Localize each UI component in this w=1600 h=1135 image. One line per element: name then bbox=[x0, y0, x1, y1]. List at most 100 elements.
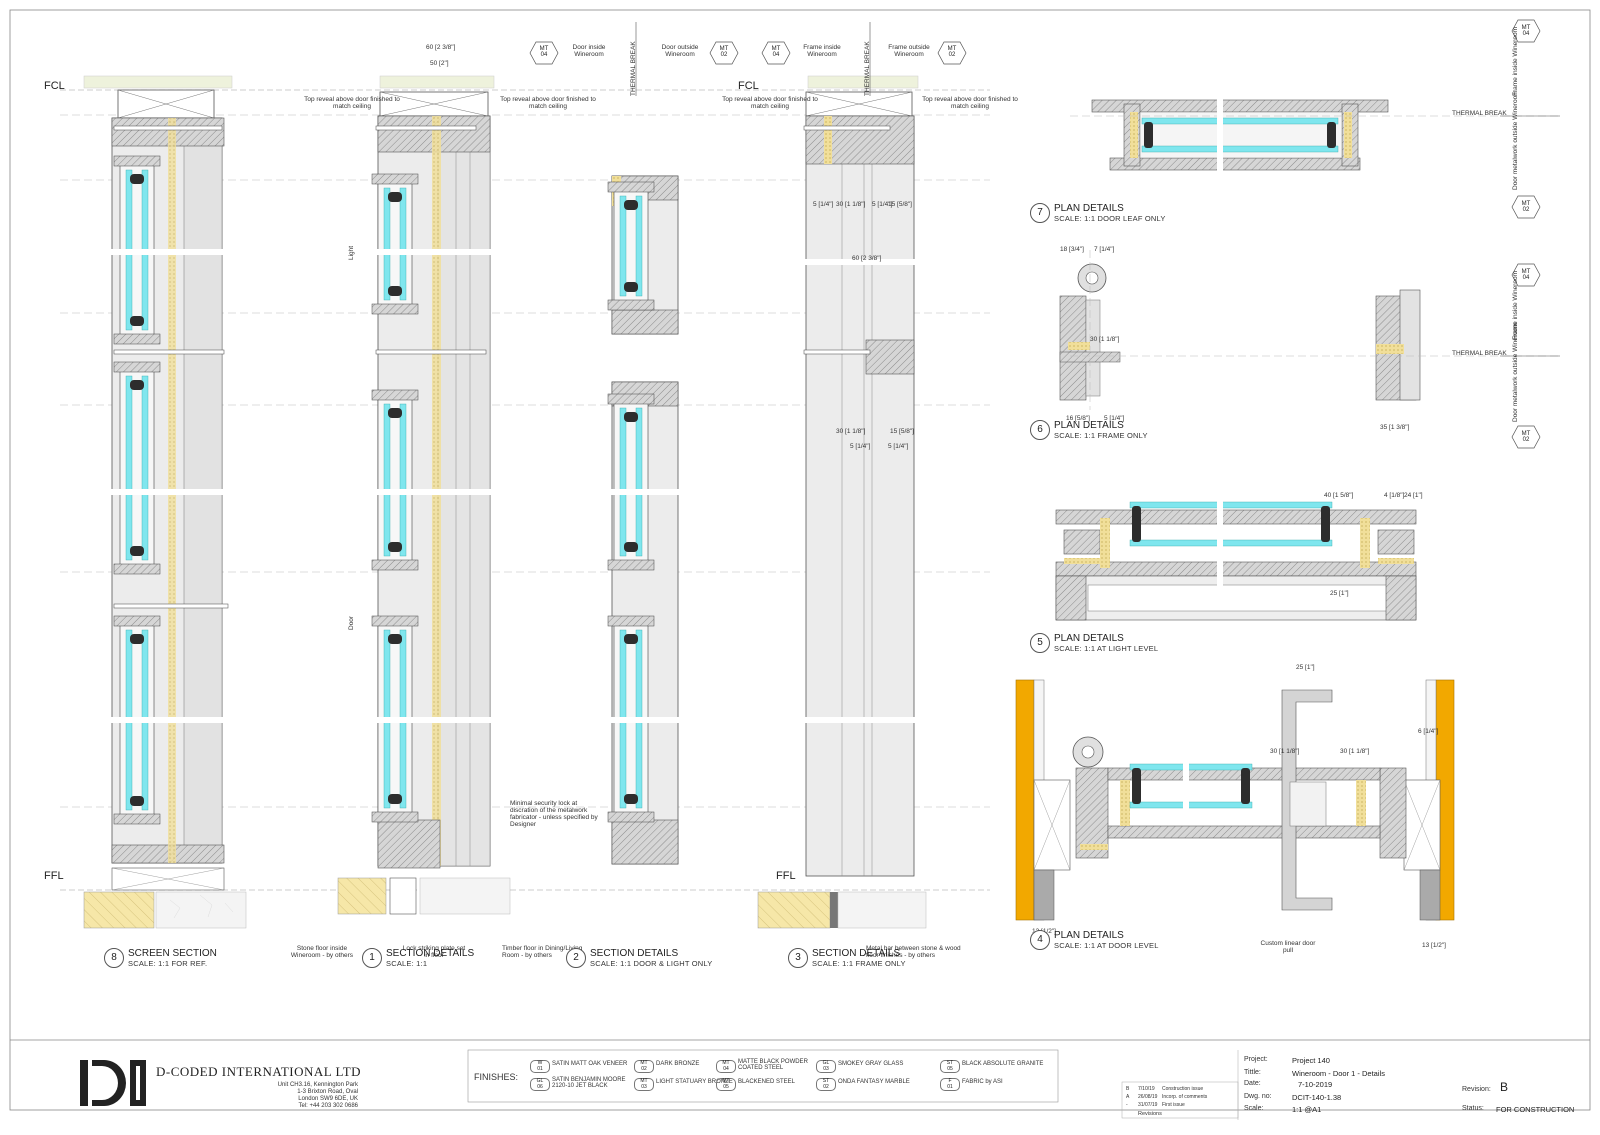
company-addr3: London SW9 6DE, UK bbox=[298, 1096, 358, 1102]
view-title-6: PLAN DETAILS bbox=[1054, 420, 1124, 431]
tb-date-value: 7-10-2019 bbox=[1298, 1080, 1333, 1089]
view-number-3: 3 bbox=[788, 948, 808, 968]
tb-scale-value: 1:1 @A1 bbox=[1292, 1105, 1322, 1114]
tb-title-label: Tittle: bbox=[1244, 1069, 1261, 1076]
dim-view6-35: 35 [1 3/8"] bbox=[1380, 424, 1410, 431]
tb-dwg-label: Dwg. no: bbox=[1244, 1093, 1272, 1100]
dim-view3-60: 60 [2 3/8"] bbox=[852, 255, 882, 262]
view-8-screen-section bbox=[83, 75, 247, 929]
view-title-2: SECTION DETAILS bbox=[590, 948, 679, 959]
view-number-8: 8 bbox=[104, 948, 124, 968]
dim-view5-25: 25 [1"] bbox=[1330, 590, 1349, 597]
tag-door-inside: Door inside Wineroom bbox=[572, 44, 606, 58]
tb-project-value: Project 140 bbox=[1292, 1056, 1330, 1065]
finish-text-5: BLACKENED STEEL bbox=[738, 1079, 796, 1085]
tb-status-label: Status: bbox=[1462, 1105, 1484, 1112]
revision-cell-0-2: Construction issue bbox=[1162, 1086, 1204, 1092]
dim-view3-30b: 30 [1 1/8"] bbox=[836, 428, 866, 435]
dim-view4-25: 25 [1"] bbox=[1296, 664, 1315, 671]
revision-cell-2-0: - bbox=[1126, 1102, 1128, 1108]
revision-cell-1-2: Incorp. of comments bbox=[1162, 1094, 1208, 1100]
dim-view6-30: 30 [1 1/8"] bbox=[1090, 336, 1120, 343]
view-4-plan-details bbox=[1015, 679, 1455, 921]
revision-cell-1-0: A bbox=[1126, 1094, 1130, 1100]
dim-view1-50: 50 [2"] bbox=[430, 60, 449, 67]
tb-revision-value: B bbox=[1500, 1080, 1509, 1094]
view-number-6: 6 bbox=[1030, 420, 1050, 440]
revisions-heading: Revisions bbox=[1138, 1111, 1162, 1117]
view-number-7: 7 bbox=[1030, 203, 1050, 223]
dim-view3-5c: 5 [1/4"] bbox=[850, 443, 871, 450]
note-metal-bar: Metal bar between stone & wood floor fin… bbox=[866, 945, 961, 959]
tb-status-value: FOR CONSTRUCTION bbox=[1496, 1105, 1575, 1114]
view-title-1: SECTION DETAILS bbox=[386, 948, 475, 959]
revision-cell-0-1: 7/10/19 bbox=[1138, 1086, 1155, 1092]
revision-cell-1-1: 26/08/19 bbox=[1138, 1094, 1158, 1100]
note-top-reveal-1a: Top reveal above door finished to match … bbox=[304, 96, 400, 110]
view-title-4: PLAN DETAILS bbox=[1054, 930, 1124, 941]
view-7-plan-details bbox=[1091, 99, 1389, 171]
tag-door-metalwork-v1: Door metalwork outside Wineroom bbox=[1512, 90, 1519, 190]
finish-text-1: SATIN BENJAMIN MOORE 2120-10 JET BLACK bbox=[552, 1077, 626, 1089]
view-scale-3: SCALE: 1:1 FRAME ONLY bbox=[812, 959, 906, 968]
view-title-5: PLAN DETAILS bbox=[1054, 633, 1124, 644]
view-scale-8: SCALE: 1:1 FOR REF. bbox=[128, 959, 208, 968]
view-title-7: PLAN DETAILS bbox=[1054, 203, 1124, 214]
view-6-plan-details bbox=[1059, 263, 1421, 401]
tag-door-metalwork-v2: Door metalwork outside Wineroom bbox=[1512, 322, 1519, 422]
finish-text-3: LIGHT STATUARY BRONZE bbox=[656, 1079, 733, 1085]
note-door-pull: Custom linear door pull bbox=[1260, 940, 1316, 954]
material-tags bbox=[529, 19, 1541, 449]
finish-text-9: FABRIC by ASI bbox=[962, 1079, 1003, 1085]
view-5-plan-details bbox=[1055, 509, 1417, 621]
company-tel: Tel: +44 203 302 0686 bbox=[298, 1103, 358, 1109]
dim-view6-18: 18 [3/4"] bbox=[1060, 246, 1084, 253]
ffl-label-view-3: FFL bbox=[776, 870, 796, 882]
note-timber-floor: Timber floor in Dining/Living Room - by … bbox=[502, 945, 583, 959]
tag-door-outside: Door outside Wineroom bbox=[661, 44, 699, 58]
view-scale-4: SCALE: 1:1 AT DOOR LEVEL bbox=[1054, 941, 1159, 950]
revision-cell-2-2: First issue bbox=[1162, 1102, 1185, 1108]
finish-text-4: MATTE BLACK POWDER COATED STEEL bbox=[738, 1059, 808, 1071]
company-name: D-CODED INTERNATIONAL LTD bbox=[156, 1064, 362, 1079]
view-scale-2: SCALE: 1:1 DOOR & LIGHT ONLY bbox=[590, 959, 713, 968]
finish-text-7: ONDA FANTASY MARBLE bbox=[838, 1079, 910, 1085]
view-number-5: 5 bbox=[1030, 633, 1050, 653]
view-3-section-details bbox=[757, 75, 927, 929]
note-light-zone: Light bbox=[348, 245, 355, 260]
dim-view3-5d: 5 [1/4"] bbox=[888, 443, 909, 450]
dim-view3-15: 15 [5/8"] bbox=[888, 201, 912, 208]
view-1-section-details bbox=[337, 75, 511, 915]
tag-frame-inside: Frame inside Wineroom bbox=[803, 44, 841, 58]
dim-view3-5a: 5 [1/4"] bbox=[813, 201, 834, 208]
tb-dwg-value: DCIT-140-1.38 bbox=[1292, 1093, 1342, 1102]
dim-view5-24: 24 [1"] bbox=[1404, 492, 1423, 499]
dim-view5-40: 40 [1 5/8"] bbox=[1324, 492, 1354, 499]
view-number-2: 2 bbox=[566, 948, 586, 968]
plan-guides bbox=[1070, 115, 1560, 410]
note-security-lock: Minimal security lock at discration of t… bbox=[510, 800, 598, 828]
revision-cell-0-0: B bbox=[1126, 1086, 1130, 1092]
view-scale-5: SCALE: 1:1 AT LIGHT LEVEL bbox=[1054, 644, 1159, 653]
dim-view5-4: 4 [1/8"] bbox=[1384, 492, 1405, 499]
company-addr2: 1-3 Brixton Road, Oval bbox=[297, 1089, 358, 1095]
view-title-8: SCREEN SECTION bbox=[128, 948, 217, 959]
dim-view3-30: 30 [1 1/8"] bbox=[836, 201, 866, 208]
view-scale-1: SCALE: 1:1 bbox=[386, 959, 428, 968]
finish-text-2: DARK BRONZE bbox=[656, 1061, 700, 1067]
